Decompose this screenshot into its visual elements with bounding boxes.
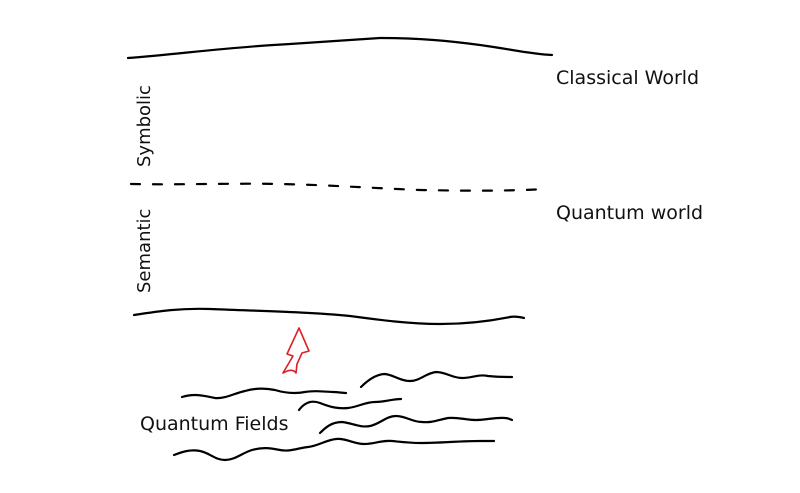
semantic-bottom-boundary-line [132,307,526,326]
classical-boundary-line [126,36,554,60]
quantum-fields-label: Quantum Fields [140,413,289,435]
quantum-world-label: Quantum world [556,202,704,224]
quantum-field-wave-2 [359,370,514,389]
quantum-field-wave-4 [318,414,514,435]
quantum-field-wave-1 [180,387,348,400]
quantum-field-wave-5 [172,437,496,462]
semantic-label: Semantic [134,208,155,293]
quantum-field-wave-3 [297,397,403,412]
classical-world-label: Classical World [556,67,700,89]
symbolic-label: Symbolic [134,85,155,167]
upward-arrow-icon [282,327,310,374]
quantum-boundary-dashed-line [129,182,548,192]
